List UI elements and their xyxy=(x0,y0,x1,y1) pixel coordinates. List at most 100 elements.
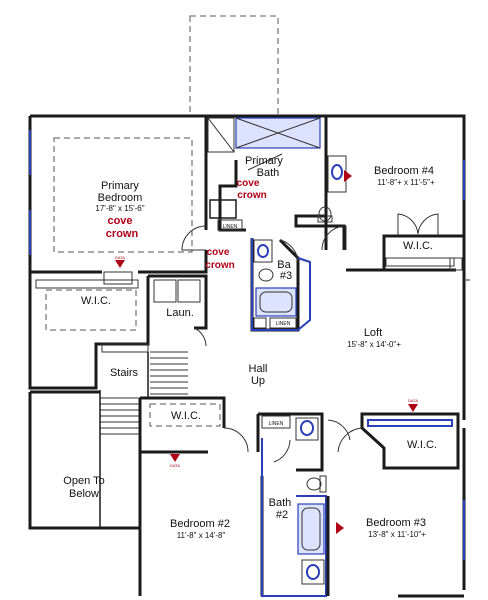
bedroom4-wic-walls xyxy=(382,236,456,272)
bath3-sink xyxy=(253,239,273,263)
bedroom3-wic-shelf xyxy=(367,419,453,427)
linen-closet-bath2 xyxy=(261,415,291,429)
marker-loft-label: DATA xyxy=(408,398,418,403)
primary-bath-door xyxy=(247,153,283,171)
marker-primary-bath xyxy=(344,170,352,182)
bedroom4-dims: 11'-8"+ x 11'-5"+ xyxy=(377,178,435,187)
dryer xyxy=(177,279,201,303)
primary-bath-name-2: Bath xyxy=(257,167,280,179)
marker-bedroom2-label: DATA xyxy=(170,463,180,468)
cove-crown-primary-bed-2: crown xyxy=(106,228,139,240)
wic-bedroom4-name: W.I.C. xyxy=(403,240,433,252)
bedroom2-wic-door xyxy=(223,427,249,453)
wic-bedroom2-name: W.I.C. xyxy=(171,410,201,422)
bath2-toilet xyxy=(306,477,322,491)
wic-primary-name: W.I.C. xyxy=(81,295,111,307)
bath2-walls xyxy=(258,412,324,472)
bedroom2-wic-north xyxy=(140,396,226,428)
bath3-name-1: Ba xyxy=(277,259,291,271)
wic-bedroom3-name: W.I.C. xyxy=(407,439,437,451)
bath2-outline-blue xyxy=(261,438,327,597)
primary-bedroom-name-1: Primary xyxy=(101,180,139,192)
stairs-treads xyxy=(99,351,188,528)
primary-bedroom-ceiling-outline xyxy=(53,137,193,253)
linen-bath3-label: LINEN xyxy=(276,321,291,327)
bath2-toilet-tank xyxy=(319,475,327,493)
stair-landing-block xyxy=(101,343,149,353)
primary-bath-vanity-right xyxy=(327,155,347,193)
marker-bedroom3 xyxy=(336,522,344,534)
laundry-name: Laun. xyxy=(166,307,194,319)
open-to-below-1: Open To xyxy=(63,475,104,487)
marker-loft xyxy=(408,404,418,412)
bedroom2-dims: 11'-8" x 14'-8" xyxy=(177,531,226,540)
primary-wic-shelf xyxy=(35,279,139,289)
primary-wic-shelf-inner xyxy=(45,289,137,331)
bath2-name-2: #2 xyxy=(276,509,288,521)
bedroom4-wic-shelf xyxy=(385,257,455,267)
bath2-door xyxy=(273,439,291,463)
primary-bedroom-south-wall-b xyxy=(138,250,208,274)
bath2-tub-inner xyxy=(301,507,321,551)
marker-primary-bedroom-label: DATA xyxy=(115,255,125,260)
bath2-sink-top xyxy=(295,417,319,441)
linen-bath2-label: LINEN xyxy=(269,421,284,427)
loft-dims: 15'-8" x 14'-0"+ xyxy=(347,340,401,349)
marker-primary-bedroom xyxy=(115,260,125,268)
marker-bedroom2 xyxy=(170,454,180,462)
bedroom4-window-box xyxy=(449,257,463,271)
linen-closet-bath3 xyxy=(269,317,297,329)
primary-bath-name-1: Primary xyxy=(245,155,283,167)
bath3-toilet xyxy=(258,268,274,282)
laundry-door xyxy=(193,327,207,347)
linen-primary-label: LINEN xyxy=(223,224,238,230)
loft-name: Loft xyxy=(364,327,382,339)
primary-bath-closet-wall xyxy=(209,199,237,219)
hall-name-2: Up xyxy=(251,375,265,387)
cove-crown-primary-bed-1: cove xyxy=(107,215,132,227)
bath3-sink-bowl xyxy=(257,244,269,258)
shower-glass-diagonal-2 xyxy=(235,117,321,149)
bath3-door xyxy=(279,239,299,263)
dashed-projection-top xyxy=(189,15,279,117)
primary-bedroom-dims: 17'-8" x 15'-6" xyxy=(95,204,144,213)
bedroom4-door xyxy=(321,225,347,251)
primary-bath-sink-right xyxy=(331,164,343,180)
bedroom3-name: Bedroom #3 xyxy=(366,517,426,529)
bedroom4-wic-door-right xyxy=(417,213,439,236)
bath2-sink-top-bowl xyxy=(300,420,314,436)
laundry-walls xyxy=(148,274,208,330)
bath3-name-2: #3 xyxy=(280,270,292,282)
bedroom4-wic-door-left xyxy=(397,213,419,236)
exterior-wall-top-right xyxy=(326,114,466,420)
cove-crown-hall-2: crown xyxy=(205,260,234,271)
bedroom3-corridor-door xyxy=(327,419,351,441)
bedroom2-wic-shelf xyxy=(149,403,221,427)
cove-crown-primary-bath-2: crown xyxy=(237,190,266,201)
hall-name-1: Hall xyxy=(249,363,268,375)
bath3-tub-inner xyxy=(259,291,293,313)
exterior-wall-lower-left xyxy=(28,392,140,530)
cove-crown-hall-1: cove xyxy=(207,247,230,258)
bath3-outline-blue xyxy=(251,238,311,331)
bath2-name-1: Bath xyxy=(269,497,292,509)
cove-crown-primary-bath-1: cove xyxy=(237,178,260,189)
washer xyxy=(153,279,177,303)
primary-wic-walls xyxy=(28,272,150,390)
stairs-name: Stairs xyxy=(110,367,139,379)
linen-closet-primary xyxy=(217,219,243,231)
bath3-linen-box xyxy=(253,317,267,329)
primary-bath-tub xyxy=(207,117,235,153)
primary-bedroom-name-2: Bedroom xyxy=(98,192,143,204)
bedroom3-dims: 13'-8" x 11'-10"+ xyxy=(368,530,426,539)
primary-bath-east-wall xyxy=(294,116,346,250)
bedroom4-name: Bedroom #4 xyxy=(374,165,434,177)
primary-wic-box xyxy=(103,271,133,285)
open-to-below-2: Below xyxy=(69,488,99,500)
bath2-sink-bottom-bowl xyxy=(306,564,320,580)
primary-bedroom-door xyxy=(181,225,207,251)
bedroom2-name: Bedroom #2 xyxy=(170,518,230,530)
bedroom3-wic-door xyxy=(337,427,363,453)
bath2-sink-bottom xyxy=(301,559,325,585)
